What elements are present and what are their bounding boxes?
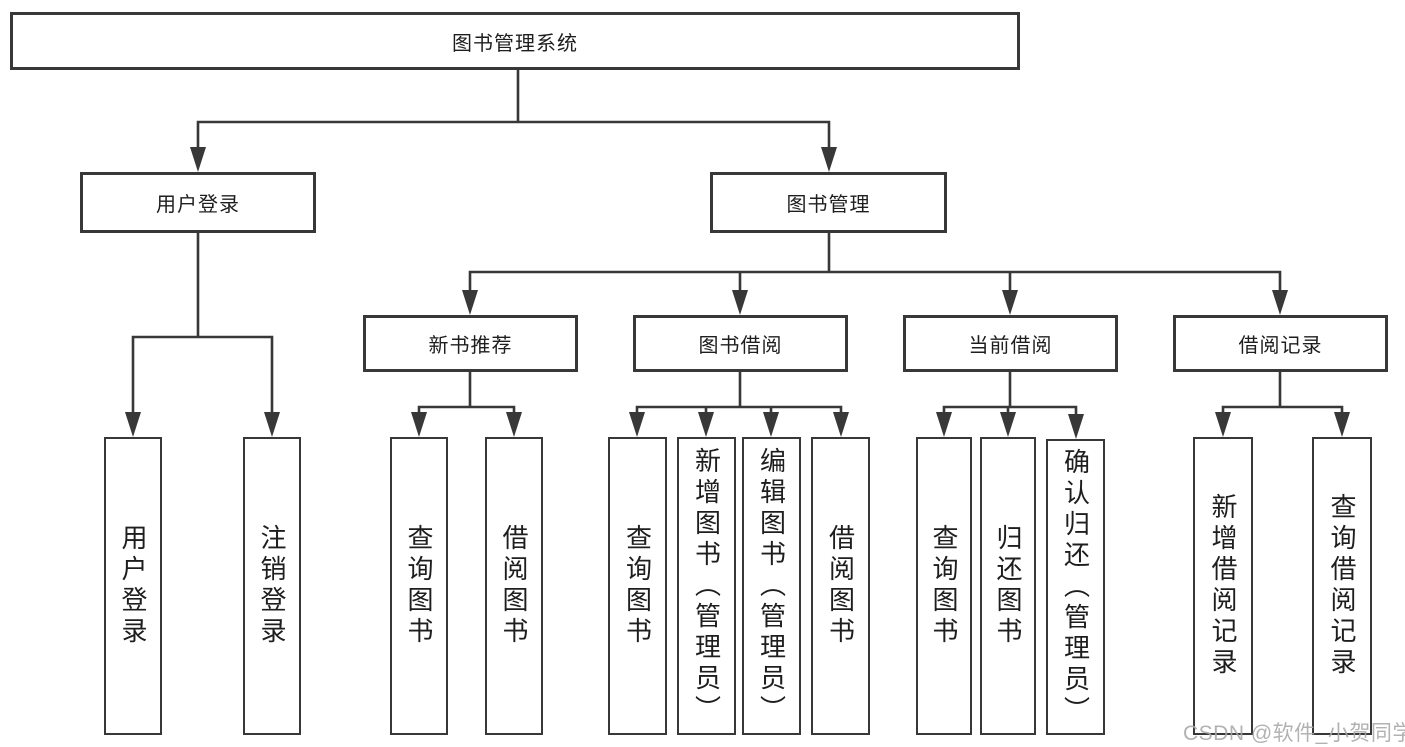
leaf-label: 查询图书 bbox=[622, 524, 653, 648]
node-library-management-system: 图书管理系统 bbox=[10, 12, 1020, 70]
node-book-borrow: 图书借阅 bbox=[633, 315, 848, 372]
leaf-borrow-books-borrow: 借阅图书 bbox=[811, 437, 870, 735]
node-book-management: 图书管理 bbox=[710, 172, 947, 233]
leaf-label: 用户登录 bbox=[118, 524, 148, 648]
leaf-label: 编辑图书（管理员） bbox=[756, 446, 787, 726]
leaf-label: 新增借阅记录 bbox=[1208, 493, 1238, 679]
node-label: 图书管理 bbox=[786, 194, 871, 216]
connector-current-borrow-to-leaves bbox=[936, 372, 1084, 439]
leaf-label: 确认归还（管理员） bbox=[1060, 447, 1091, 727]
connector-borrow-records-to-leaves bbox=[1215, 372, 1350, 437]
leaf-logout: 注销登录 bbox=[243, 437, 301, 735]
leaf-user-login: 用户登录 bbox=[104, 437, 162, 735]
leaf-label: 新增图书（管理员） bbox=[691, 446, 722, 726]
leaf-query-books-current: 查询图书 bbox=[916, 437, 972, 735]
connector-root-to-level2 bbox=[190, 70, 837, 172]
node-label: 新书推荐 bbox=[428, 335, 513, 357]
leaf-confirm-return-admin: 确认归还（管理员） bbox=[1046, 439, 1105, 735]
node-label: 用户登录 bbox=[156, 194, 240, 216]
leaf-return-book: 归还图书 bbox=[980, 437, 1036, 735]
node-label: 图书借阅 bbox=[698, 335, 783, 357]
leaf-label: 借阅图书 bbox=[499, 524, 529, 648]
leaf-label: 借阅图书 bbox=[825, 524, 856, 648]
leaf-borrow-books-recommend: 借阅图书 bbox=[485, 437, 543, 735]
leaf-query-books-recommend: 查询图书 bbox=[390, 437, 448, 735]
watermark-text: CSDN @软件_小贺同学 bbox=[1183, 722, 1405, 745]
node-label: 当前借阅 bbox=[968, 335, 1053, 357]
leaf-add-borrow-record: 新增借阅记录 bbox=[1193, 437, 1253, 735]
node-borrow-records: 借阅记录 bbox=[1173, 315, 1388, 372]
leaf-add-book-admin: 新增图书（管理员） bbox=[677, 437, 736, 735]
leaf-label: 查询图书 bbox=[404, 524, 434, 648]
connector-book-borrow-to-leaves bbox=[629, 372, 849, 437]
leaf-edit-book-admin: 编辑图书（管理员） bbox=[742, 437, 801, 735]
connector-user-login-to-leaves bbox=[125, 233, 280, 437]
node-user-login: 用户登录 bbox=[80, 172, 316, 233]
leaf-label: 查询图书 bbox=[929, 524, 959, 648]
connector-new-book-recommend-to-leaves bbox=[411, 372, 522, 437]
leaf-label: 注销登录 bbox=[257, 524, 287, 648]
node-new-book-recommend: 新书推荐 bbox=[363, 315, 578, 372]
node-label: 图书管理系统 bbox=[452, 32, 578, 55]
connector-book-management-to-level3 bbox=[462, 233, 1288, 315]
leaf-query-books-borrow: 查询图书 bbox=[608, 437, 667, 735]
leaf-label: 归还图书 bbox=[993, 524, 1023, 648]
node-label: 借阅记录 bbox=[1238, 335, 1323, 357]
node-current-borrow: 当前借阅 bbox=[903, 315, 1118, 372]
leaf-query-borrow-record: 查询借阅记录 bbox=[1312, 437, 1372, 735]
leaf-label: 查询借阅记录 bbox=[1327, 493, 1357, 679]
